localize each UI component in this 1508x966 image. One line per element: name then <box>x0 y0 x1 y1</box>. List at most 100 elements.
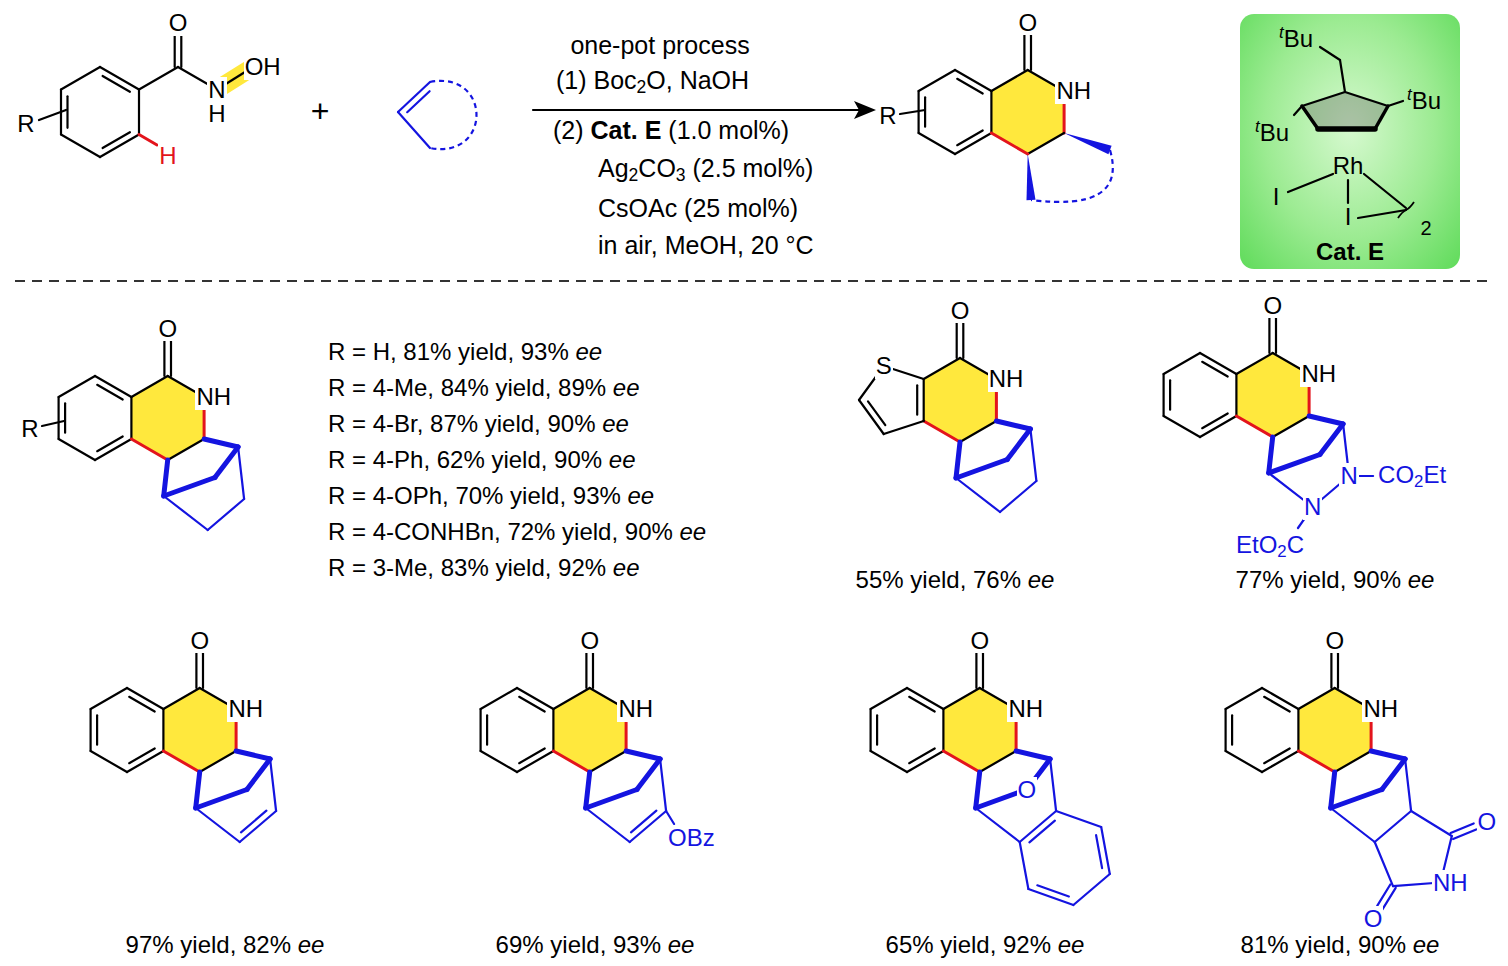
bond-line <box>996 421 1030 429</box>
bond-line <box>943 751 979 772</box>
text-run: ee <box>1028 566 1055 593</box>
bond-line <box>586 772 590 808</box>
atom-label: O <box>950 298 971 323</box>
bond-line <box>585 654 587 688</box>
bond-line <box>1451 824 1474 834</box>
bond-line <box>1320 47 1340 60</box>
bond-line <box>1037 885 1069 896</box>
text-run: 2 <box>637 77 647 97</box>
bond-line <box>991 70 1027 91</box>
scheme-text: one-pot process <box>570 32 749 58</box>
bond-line <box>1268 319 1270 353</box>
bond-line <box>869 709 871 751</box>
bond-line <box>956 460 1007 479</box>
bond-line <box>637 759 660 790</box>
bond-line <box>398 112 430 148</box>
bond-line <box>1028 133 1064 154</box>
bond-line <box>1226 751 1262 772</box>
bond-line <box>97 437 123 452</box>
bond-line <box>1364 174 1406 208</box>
bond-line <box>1320 424 1343 455</box>
atom-label: O <box>1262 293 1283 318</box>
bond-line <box>247 759 270 790</box>
yield-caption: 97% yield, 82% ee <box>126 932 325 957</box>
bond-line <box>174 36 176 67</box>
bond-line <box>196 790 247 809</box>
bond-line <box>170 342 172 376</box>
bond-line <box>64 403 66 432</box>
lactam-highlight <box>1298 688 1371 772</box>
bond-line <box>1202 414 1228 429</box>
bond-line <box>553 751 589 772</box>
bond-line <box>533 109 860 111</box>
ring-arc <box>430 81 477 149</box>
atom-label: N <box>1303 494 1322 519</box>
scheme-text: R <box>17 111 34 136</box>
bond-line <box>164 496 208 530</box>
bond-line <box>956 478 1000 512</box>
bond-line <box>1298 751 1334 772</box>
bond-line <box>200 751 236 772</box>
bond-line <box>1164 353 1200 374</box>
bond-line <box>131 376 167 397</box>
atom-label: NH <box>1362 696 1399 721</box>
atom-label: NH <box>988 366 1025 391</box>
bond-line <box>519 749 545 764</box>
bond-line <box>1269 455 1320 474</box>
bond-line <box>1309 416 1343 424</box>
bond-line <box>630 811 666 842</box>
lactam-highlight <box>943 688 1016 772</box>
bond-line <box>481 688 517 709</box>
bond-line <box>480 709 482 751</box>
bond-line <box>59 376 95 397</box>
bond-line <box>1331 790 1382 809</box>
bond-line <box>481 751 517 772</box>
bond-line <box>103 132 130 148</box>
lactam-highlight <box>553 688 626 772</box>
scheme-text: Ag2CO3 (2.5 mol%) <box>598 155 813 185</box>
catalyst-box: tButButBuRhII2Cat. E <box>1240 14 1460 269</box>
text-run: ee <box>575 338 602 365</box>
bond-line <box>1331 772 1335 808</box>
bond-line <box>631 811 656 833</box>
atom-label: S <box>875 353 893 378</box>
bond-line <box>89 709 91 751</box>
bond-line <box>1375 811 1411 842</box>
bond-line <box>202 654 204 688</box>
bond-line <box>138 90 140 135</box>
atom-label: N <box>207 77 226 102</box>
atom-label: O <box>1017 777 1038 802</box>
yield-caption: R = 4-OPh, 70% yield, 93% ee <box>328 483 654 508</box>
lactam-highlight <box>1236 353 1309 437</box>
atom-label: OH <box>244 54 282 79</box>
atom-label: Rh <box>1333 153 1364 178</box>
bond-line <box>1162 374 1164 416</box>
text-run: t <box>1279 23 1284 42</box>
scheme-text: (2) Cat. E (1.0 mol%) <box>553 117 789 143</box>
atom-label: tBu <box>1255 118 1289 145</box>
bond-line <box>1302 92 1345 106</box>
bond-line <box>1030 36 1032 70</box>
text-run: ee <box>613 374 640 401</box>
bond-line <box>1318 126 1375 132</box>
bond-line <box>924 97 926 126</box>
bond-line <box>976 808 1020 842</box>
bond-line <box>1371 751 1405 759</box>
bond-line <box>196 772 200 808</box>
bond-line <box>666 811 674 824</box>
yield-caption: R = 4-Ph, 62% yield, 90% ee <box>328 447 636 472</box>
atom-label: O <box>189 628 210 653</box>
bond-line <box>1096 835 1102 868</box>
bond-line <box>1264 749 1290 764</box>
atom-label: NH <box>227 696 264 721</box>
bond-line <box>270 759 276 811</box>
bond-line <box>1000 481 1036 512</box>
atom-label: tBu <box>1407 86 1441 113</box>
bond-line <box>130 397 132 439</box>
text-run: ee <box>1058 931 1085 958</box>
bond-line <box>1007 429 1030 460</box>
atom-label: O <box>579 628 600 653</box>
bond-line <box>592 654 594 688</box>
atom-label: I <box>1273 184 1280 209</box>
bond-line <box>407 91 429 112</box>
